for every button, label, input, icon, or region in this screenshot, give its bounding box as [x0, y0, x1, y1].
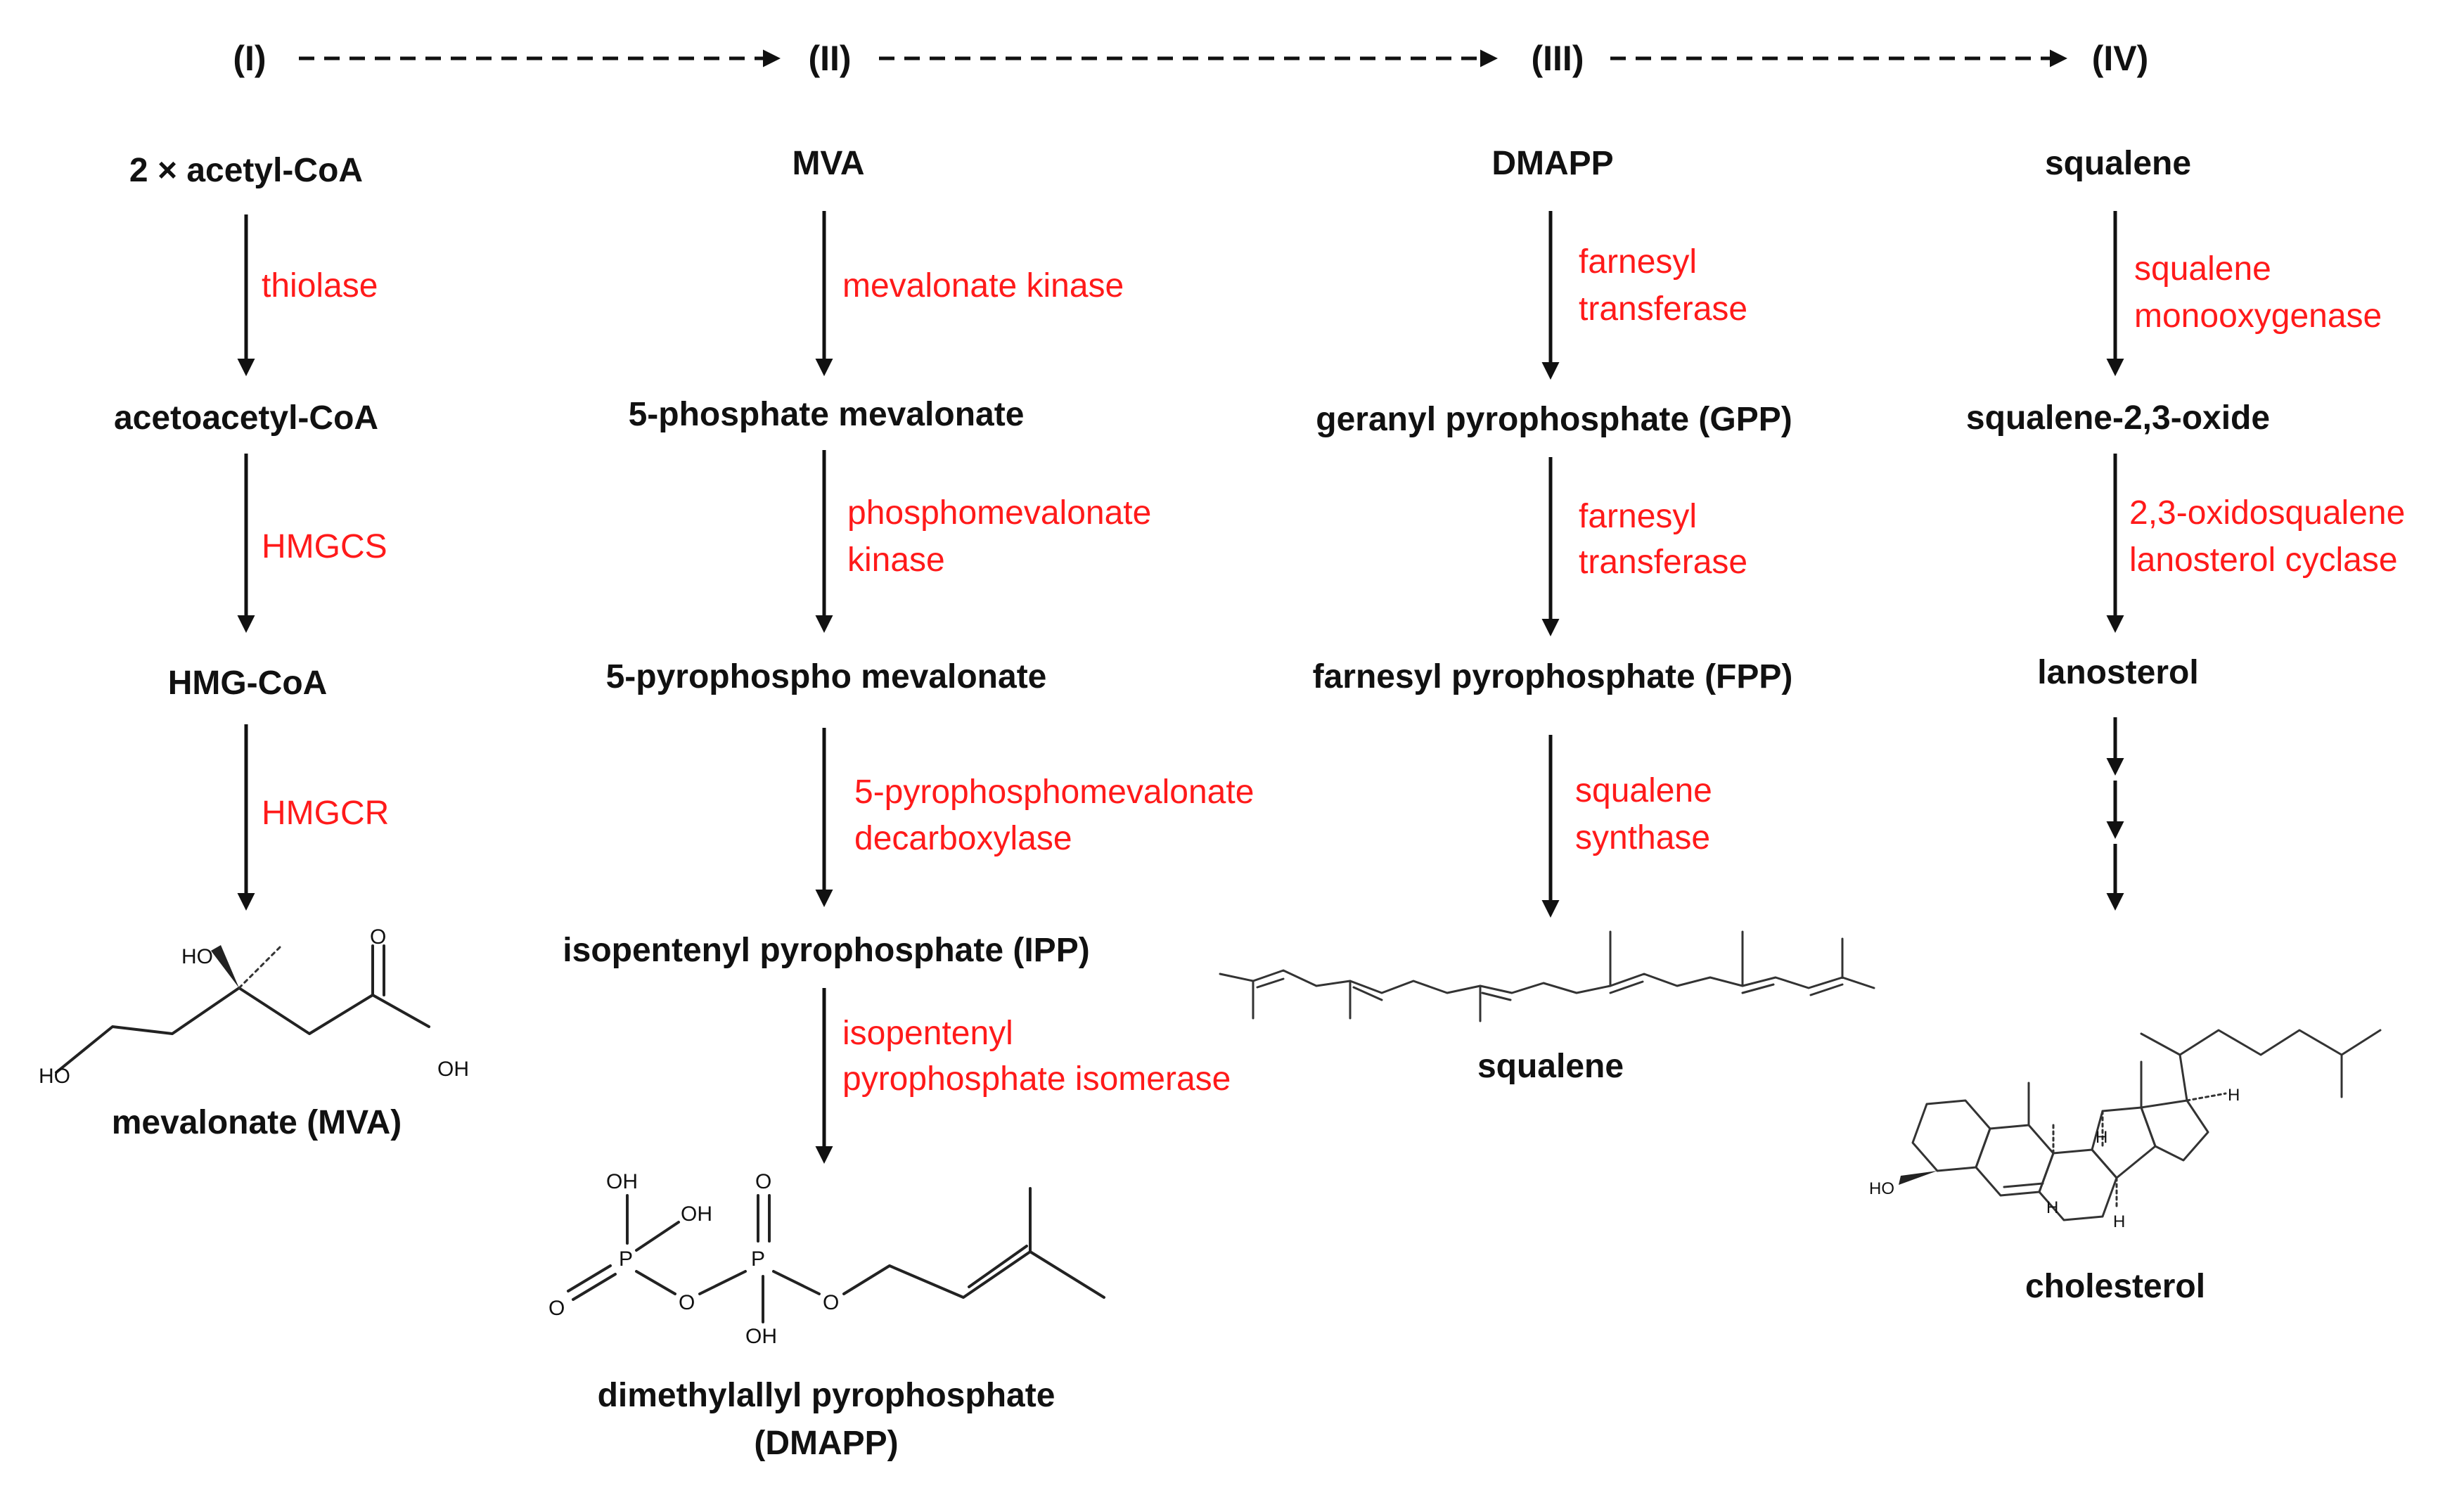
stage-label-3: (III) — [1532, 39, 1584, 78]
enzyme-pyrophosphate-isomerase: pyrophosphate isomerase — [842, 1060, 1231, 1098]
atom-ho-left: HO — [39, 1065, 70, 1088]
enzyme-farnesyl-2: farnesyl — [1579, 498, 1697, 535]
stage-label-4: (IV) — [2092, 39, 2149, 78]
column-3: DMAPP farnesyl transferase geranyl pyrop… — [1219, 145, 1875, 1085]
dmapp-structure: O P OH OH O P O OH O — [548, 1170, 1105, 1348]
compound-mevalonate: mevalonate (MVA) — [112, 1104, 402, 1141]
enzyme-lanosterol-cyclase: lanosterol cyclase — [2129, 541, 2398, 579]
enzyme-kinase: kinase — [847, 541, 945, 579]
atom-o-carbonyl: O — [370, 925, 386, 949]
compound-gpp: geranyl pyrophosphate (GPP) — [1316, 401, 1792, 438]
column-4: squalene squalene monooxygenase squalene… — [1869, 145, 2405, 1305]
compound-acetoacetyl-coa: acetoacetyl-CoA — [114, 399, 378, 437]
enzyme-squalene-2: squalene — [2134, 250, 2271, 288]
compound-lanosterol: lanosterol — [2037, 654, 2198, 691]
squalene-structure — [1219, 930, 1875, 1022]
enzyme-oxidosqualene: 2,3-oxidosqualene — [2129, 494, 2405, 532]
compound-squalene: squalene — [2045, 145, 2191, 182]
compound-hmg-coa: HMG-CoA — [168, 665, 328, 702]
enzyme-transferase-1: transferase — [1579, 290, 1747, 328]
mevalonate-structure: HO HO O OH — [39, 925, 469, 1088]
column-1: 2 × acetyl-CoA thiolase acetoacetyl-CoA … — [39, 152, 469, 1141]
enzyme-synthase: synthase — [1575, 819, 1710, 856]
enzyme-monooxygenase: monooxygenase — [2134, 297, 2382, 335]
stage-header: (I) (II) (III) (IV) — [233, 39, 2148, 78]
atom-oh-acid: OH — [437, 1058, 469, 1081]
atom-h-2: H — [2096, 1128, 2107, 1147]
atom-h-4: H — [2113, 1212, 2125, 1231]
atom-h-1: H — [2228, 1086, 2240, 1105]
stage-label-2: (II) — [808, 39, 851, 78]
compound-dmapp-abbrev: (DMAPP) — [754, 1425, 898, 1462]
compound-fpp: farnesyl pyrophosphate (FPP) — [1313, 658, 1793, 695]
enzyme-5-pyrophosphomevalonate: 5-pyrophosphomevalonate — [854, 774, 1254, 811]
compound-dmapp-name: dimethylallyl pyrophosphate — [598, 1377, 1055, 1414]
compound-5-pyrophospho-mevalonate: 5-pyrophospho mevalonate — [606, 658, 1047, 695]
atom-ho-top: HO — [181, 945, 213, 968]
enzyme-transferase-2: transferase — [1579, 544, 1747, 581]
atom-o-2: O — [755, 1170, 771, 1193]
atom-oh-1: OH — [606, 1170, 638, 1193]
atom-oh-2: OH — [681, 1202, 712, 1226]
enzyme-hmgcr: HMGCR — [262, 795, 389, 832]
column-2: MVA mevalonate kinase 5-phosphate mevalo… — [548, 145, 1254, 1462]
stage-label-1: (I) — [233, 39, 266, 78]
atom-p-1: P — [619, 1247, 633, 1271]
enzyme-squalene: squalene — [1575, 772, 1712, 809]
compound-ipp: isopentenyl pyrophosphate (IPP) — [563, 932, 1089, 969]
cholesterol-structure: HO H H H H — [1869, 1029, 2382, 1231]
enzyme-decarboxylase: decarboxylase — [854, 820, 1072, 857]
enzyme-isopentenyl: isopentenyl — [842, 1015, 1013, 1052]
compound-squalene-oxide: squalene-2,3-oxide — [1966, 399, 2270, 437]
compound-squalene-product: squalene — [1477, 1048, 1624, 1085]
atom-ho-cholesterol: HO — [1869, 1179, 1894, 1198]
atom-oh-3: OH — [745, 1325, 777, 1348]
atom-p-2: P — [751, 1247, 765, 1271]
atom-o-ester: O — [823, 1291, 839, 1314]
compound-5-phosphate-mevalonate: 5-phosphate mevalonate — [629, 396, 1025, 433]
compound-mva: MVA — [792, 145, 864, 182]
compound-acetyl-coa: 2 × acetyl-CoA — [129, 152, 363, 189]
enzyme-farnesyl-1: farnesyl — [1579, 243, 1697, 281]
atom-h-3: H — [2046, 1198, 2058, 1217]
compound-cholesterol: cholesterol — [2025, 1268, 2205, 1305]
enzyme-hmgcs: HMGCS — [262, 528, 387, 565]
atom-o-1: O — [548, 1297, 565, 1320]
compound-dmapp: DMAPP — [1491, 145, 1613, 182]
enzyme-mevalonate-kinase: mevalonate kinase — [842, 267, 1124, 304]
enzyme-thiolase: thiolase — [262, 267, 378, 304]
atom-o-bridge: O — [679, 1291, 695, 1314]
enzyme-phosphomevalonate: phosphomevalonate — [847, 494, 1151, 532]
